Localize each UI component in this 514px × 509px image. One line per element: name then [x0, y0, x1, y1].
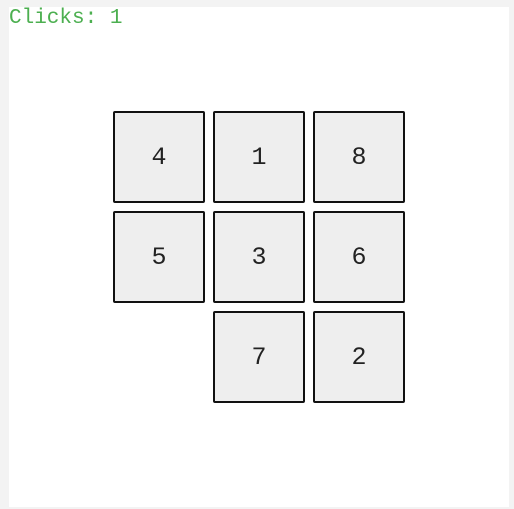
tile-1[interactable]: 1 [213, 111, 305, 203]
tile-2[interactable]: 2 [313, 311, 405, 403]
tile-4[interactable]: 4 [113, 111, 205, 203]
empty-slot [113, 311, 205, 403]
clicks-label: Clicks: [9, 7, 98, 30]
tile-6[interactable]: 6 [313, 211, 405, 303]
clicks-counter: Clicks: 1 [9, 7, 122, 31]
tile-3[interactable]: 3 [213, 211, 305, 303]
tile-7[interactable]: 7 [213, 311, 305, 403]
tile-8[interactable]: 8 [313, 111, 405, 203]
clicks-value: 1 [109, 7, 123, 30]
tile-5[interactable]: 5 [113, 211, 205, 303]
